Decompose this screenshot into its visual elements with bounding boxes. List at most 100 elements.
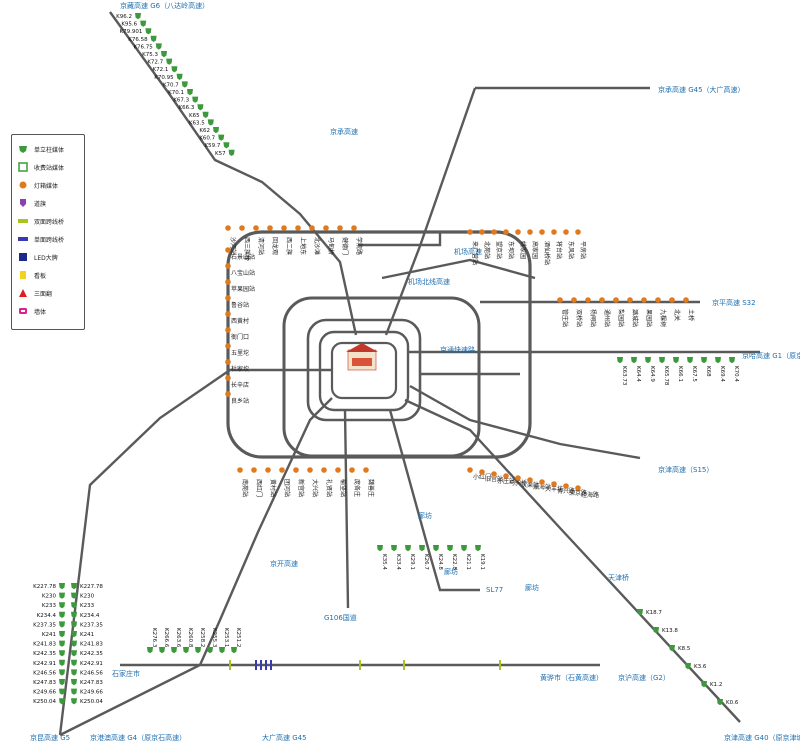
station-label: 东风站 (567, 241, 575, 259)
legend-label: LED大牌 (34, 254, 58, 262)
single-column-billboard-icon (669, 645, 675, 652)
lightbox-icon (599, 297, 605, 303)
single-column-billboard-icon (147, 647, 153, 654)
km-marker-label: K263.6 (175, 628, 181, 648)
single-column-billboard-icon (140, 20, 147, 27)
station-label: 清河站 (257, 237, 265, 255)
lightbox-icon (575, 229, 581, 235)
km-marker-label: K247.83 (80, 680, 103, 686)
lightbox-icon (627, 297, 633, 303)
wall-icon (18, 306, 28, 316)
km-marker-label: K0.6 (726, 700, 739, 706)
single-column-billboard-icon (155, 43, 162, 50)
km-marker-label: K249.66 (33, 690, 56, 696)
station-label: 新宫站 (297, 479, 305, 497)
km-marker-label: K57 (215, 151, 226, 157)
station-label: 学院路 (355, 237, 363, 255)
km-marker-label: K64.9 (649, 366, 655, 382)
fifth-ring-road (282, 296, 481, 458)
station-label: 亦庄站 (497, 477, 515, 485)
g6-highway (109, 11, 358, 336)
km-marker-label: K1.2 (710, 682, 722, 688)
single-column-billboard-icon (687, 357, 693, 364)
single-column-billboard-icon (71, 669, 77, 676)
lightbox-icon (225, 225, 231, 231)
single-column-billboard-icon (59, 621, 65, 628)
km-marker-label: K67.5 (691, 366, 697, 382)
single-column-billboard-icon (166, 58, 173, 65)
km-marker-label: K21.1 (465, 554, 471, 570)
lightbox-icon (479, 469, 485, 475)
lightbox-icon (527, 229, 533, 235)
km-marker-label: K18.7 (646, 610, 662, 616)
station-label: 西红门 (255, 479, 263, 497)
lightbox-icon (539, 479, 545, 485)
station-label: 瀛海站 (533, 483, 551, 491)
km-marker-label: K233 (42, 603, 57, 609)
lightbox-icon (641, 297, 647, 303)
legend-row-billboard: 看板 (18, 269, 46, 281)
station-label: 次渠站 (521, 481, 539, 489)
km-marker-label: K76.75 (133, 44, 153, 50)
km-marker-label: K65 (189, 113, 200, 119)
single-column-billboard-icon (71, 602, 77, 609)
km-marker-label: K242.91 (33, 661, 56, 667)
km-marker-label: K237.35 (33, 622, 56, 628)
g4-highway (59, 397, 333, 737)
single-column-billboard-icon (59, 650, 65, 657)
station-label: 石景山站 (231, 253, 255, 261)
km-marker-label: K260.8 (187, 628, 193, 648)
lightbox-icon (225, 247, 231, 253)
single-column-billboard-icon (685, 663, 691, 670)
single-column-billboard-icon (59, 592, 65, 599)
road-flag-icon (18, 198, 28, 208)
single-column-billboard-icon (59, 679, 65, 686)
lightbox-icon (321, 467, 327, 473)
single-column-billboard-icon (171, 66, 178, 73)
lightbox-icon (503, 473, 509, 479)
km-marker-label: K70.7 (163, 82, 179, 88)
single-column-billboard-icon (183, 647, 189, 654)
lightbox-icon (351, 225, 357, 231)
lightbox-icon (293, 467, 299, 473)
s32-label: 京平高速 S32 (712, 298, 756, 307)
lightbox-icon (225, 311, 231, 317)
g2-label: 京沪高速（G2） (618, 673, 670, 682)
station-label: 团河站 (283, 479, 291, 497)
tianjinqiao-label: 天津桥 (608, 573, 629, 582)
jingtong-label: 京通快速路 (440, 345, 475, 354)
sl77-label: SL77 (486, 586, 503, 594)
overpass-markers (229, 660, 501, 670)
station-label: 荣京路 (569, 489, 587, 497)
km-marker-label: K26.7 (423, 554, 429, 570)
km-marker-label: K227.78 (80, 584, 103, 590)
single-column-billboard-icon (197, 104, 204, 111)
single-column-billboard-icon (673, 357, 679, 364)
km-marker-label: K68 (705, 366, 711, 377)
legend-label: 三面翻 (34, 290, 53, 298)
km-marker-label: K64.4 (635, 366, 641, 382)
km-marker-label: K62 (199, 128, 210, 134)
lightbox-icon (337, 225, 343, 231)
langfang2-label: 廊坊 (444, 567, 458, 576)
km-marker-label: K60.7 (199, 136, 215, 142)
km-marker-label: K246.56 (80, 670, 103, 676)
single-column-billboard-icon (213, 127, 219, 134)
station-label: 通州站 (603, 309, 611, 327)
single-column-billboard-icon (219, 647, 225, 654)
single-column-billboard-icon (150, 35, 157, 42)
single-column-billboard-icon (637, 609, 643, 616)
single-column-billboard-icon (59, 631, 65, 638)
km-marker-label: K233 (80, 603, 95, 609)
single-column-billboard-icon (475, 545, 481, 552)
single-column-billboard-icon (18, 144, 28, 154)
station-label: 杜家坎 (231, 365, 249, 373)
km-marker-label: K63.73 (621, 366, 627, 386)
lightbox-icon (237, 467, 243, 473)
lightbox-icon (335, 467, 341, 473)
s15-highway (409, 384, 641, 460)
single-column-billboard-icon (71, 640, 77, 647)
s15-label: 京津高速（S15） (658, 465, 713, 474)
